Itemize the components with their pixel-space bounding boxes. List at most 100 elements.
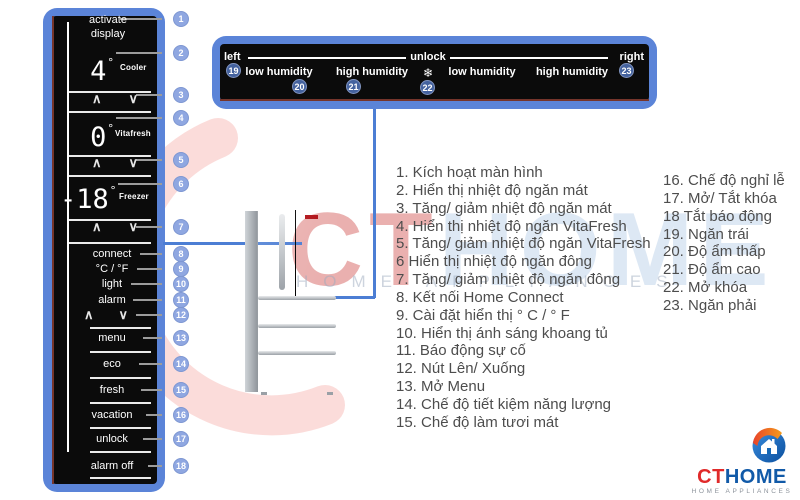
pointer-line [140,253,162,255]
callout-11: 11 [173,292,189,308]
fridge-handle [279,214,285,290]
updown-buttons: ∧∨ [84,307,128,323]
legend-item: 4. Hiển thị nhiệt độ ngăn VitaFresh [396,217,627,235]
fridge-gloss [257,208,337,392]
pointer-line [143,337,162,339]
callout-15: 15 [173,382,189,398]
callout-8: 8 [173,246,189,262]
legend-item: 14. Chế độ tiết kiệm năng lượng [396,395,612,413]
down-arrow-icon: ∨ [128,155,138,170]
label-line: activate [89,14,127,26]
callout-5: 5 [173,152,189,168]
button-label-menu: menu [98,332,126,344]
pointer-line [118,183,162,185]
fridge-foot-right [327,392,333,395]
cthome-house-icon [752,427,786,463]
legend-item: 5. Tăng/ giảm nhiệt độ ngăn VitaFresh [396,235,651,253]
callout-19: 19 [226,63,241,78]
callout-16: 16 [173,407,189,423]
button-label-eco: eco [103,358,121,370]
fridge-image [243,206,339,396]
panel-separator [68,219,151,221]
down-arrow-icon: ∨ [128,219,138,234]
button-label-alarm-off: alarm off [90,460,134,472]
fridge-drawer-bar-1 [258,296,336,300]
panel-separator [90,451,151,453]
legend-item: 21. Độ ẩm cao [663,261,761,279]
top-panel-accent-line [220,99,649,101]
panel-separator [68,111,151,113]
callout-22: 22 [420,80,435,95]
cthome-logo-text: CTHOME [688,466,796,489]
panel-accent-line [52,16,54,484]
pointer-line [148,465,162,467]
callout-13: 13 [173,330,189,346]
legend-item: 15. Chế độ làm tươi mát [396,413,559,431]
button-label-vacation: vacation [91,409,133,421]
top-label-high-humidity-left: high humidity [335,66,409,78]
degree-mark: ° [107,122,114,135]
temperature-display-vitafresh: 0° [90,122,114,153]
legend-item: 17. Mở/ Tắt khóa [663,189,777,207]
callout-7: 7 [173,219,189,235]
cthome-logo-subtitle: HOME APPLIANCES [691,488,793,495]
callout-3: 3 [173,87,189,103]
pointer-line [139,363,162,365]
up-arrow-icon: ∧ [84,307,94,322]
button-label--c----f: °C / °F [95,263,129,275]
button-label-unlock: unlock [96,433,128,445]
temperature-display-freezer: -18° [60,184,117,215]
down-arrow-icon: ∨ [128,91,138,106]
pointer-line [131,283,162,285]
compartment-label-freezer: Freezer [119,192,149,201]
compartment-label-vitafresh: Vitafresh [115,129,151,138]
callout-1: 1 [173,11,189,27]
legend-item: 11. Báo động sự cố [396,342,526,360]
logo-text-ct: CT [697,466,725,488]
button-label-fresh: fresh [99,384,125,396]
top-label-right: right [619,51,644,63]
fridge-drawer-bar-2 [258,324,336,328]
legend-item: 9. Cài đặt hiển thị ° C / ° F [396,306,570,324]
connector-line-top-panel-horizontal [304,296,375,299]
pointer-line [136,226,162,228]
panel-separator [90,402,151,404]
panel-guide-line [67,22,69,452]
top-label-low-humidity-right: low humidity [448,66,516,78]
top-divider-line-right [450,57,608,59]
panel-separator [90,377,151,379]
callout-2: 2 [173,45,189,61]
pointer-line [120,18,162,20]
panel-separator [68,155,151,157]
callout-17: 17 [173,431,189,447]
top-label-high-humidity-right: high humidity [535,66,609,78]
degree-mark: ° [107,56,114,69]
up-arrow-icon: ∧ [92,91,102,106]
fridge-drawer-bar-3 [258,351,336,355]
callout-10: 10 [173,276,189,292]
watermark-subtitle: HOME APPLIANCES [296,272,683,291]
fridge-side-panel [245,211,258,392]
legend-item: 8. Kết nối Home Connect [396,288,564,306]
panel-separator [68,91,151,93]
legend-item: 16. Chế độ nghỉ lễ [663,172,785,189]
degree-mark: ° [109,184,117,197]
callout-14: 14 [173,356,189,372]
callout-4: 4 [173,110,189,126]
cthome-logo: CTHOME HOME APPLIANCES [684,418,800,498]
fridge-door-divider [295,210,296,298]
connector-line-left-panel [163,242,302,245]
top-divider-line-left [248,57,406,59]
pointer-line [136,314,162,316]
top-label-unlock: unlock [410,51,446,63]
legend-item: 10. Hiển thị ánh sáng khoang tủ [396,324,608,342]
pointer-line [146,414,162,416]
updown-buttons: ∧∨ [92,155,138,171]
updown-buttons: ∧∨ [92,219,138,235]
legend-item: 12. Nút Lên/ Xuống [396,360,526,378]
panel-separator [68,242,151,244]
compartment-label-cooler: Cooler [120,63,147,72]
